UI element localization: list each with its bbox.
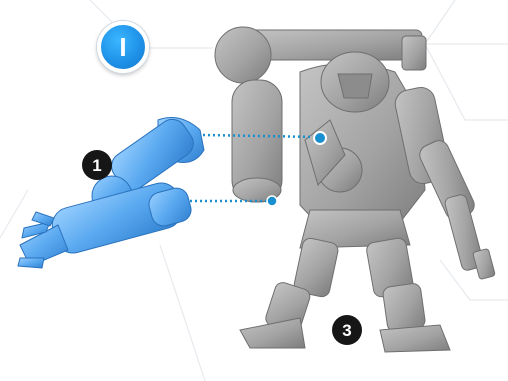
step-badge: I: [97, 21, 149, 73]
mech-arm-part: [18, 114, 204, 268]
callout-badge-1: 1: [82, 150, 112, 180]
step-label: I: [119, 34, 126, 60]
mech-model: [215, 27, 495, 352]
callout-badge-3: 3: [332, 315, 362, 345]
